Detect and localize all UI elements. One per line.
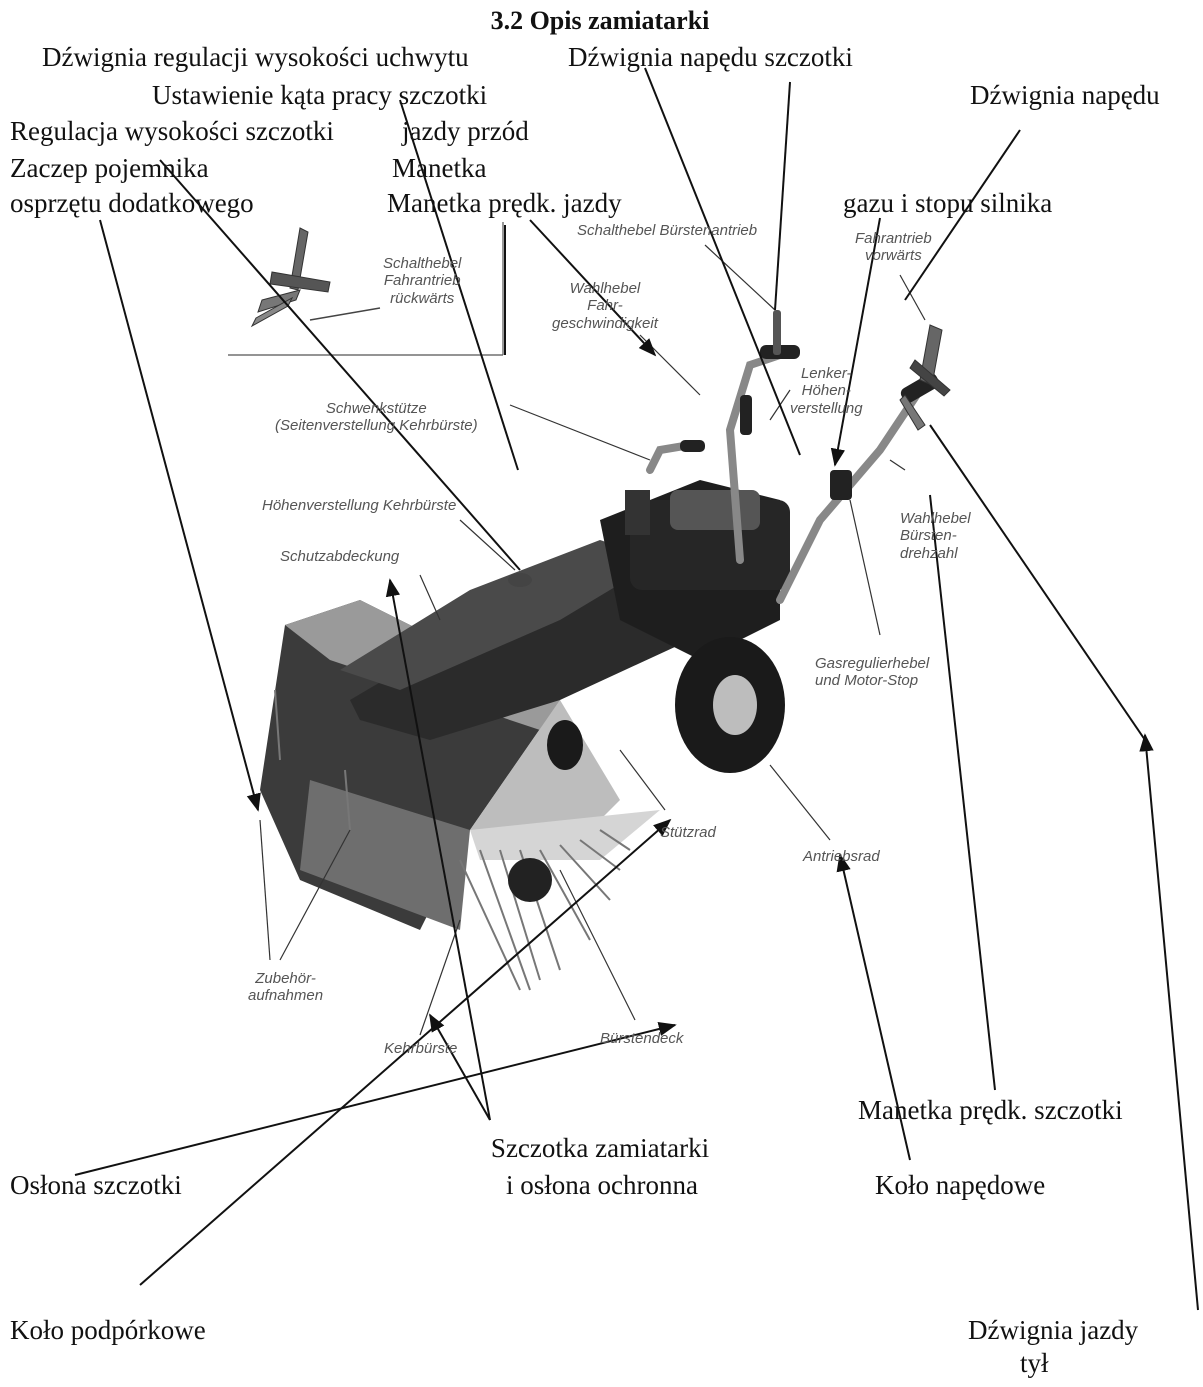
- label-speed-lever: Manetka prędk. jazdy: [387, 188, 622, 218]
- label-brush-speed-lever: Manetka prędk. szczotki: [858, 1095, 1123, 1125]
- label-drive-lever-top: Dźwignia napędu: [970, 80, 1160, 110]
- de-schwenkstuetze: Schwenkstütze(Seitenverstellung Kehrbürs…: [275, 400, 478, 435]
- inset-lever-drawing: [250, 227, 381, 328]
- label-throttle-stop: gazu i stopu silnika: [843, 188, 1053, 218]
- label-sweeper-brush-2: i osłona ochronna: [506, 1170, 698, 1200]
- label-brush-cover: Osłona szczotki: [10, 1170, 182, 1200]
- de-antriebsrad: Antriebsrad: [803, 848, 880, 865]
- de-kehrbuerste: Kehrbürste: [384, 1040, 458, 1057]
- drive-wheel-drawing: [675, 637, 785, 773]
- label-drive-wheel: Koło napędowe: [875, 1170, 1046, 1200]
- de-hoehenverstellung: Höhenverstellung Kehrbürste: [262, 497, 457, 514]
- label-attachment-hitch-2: osprzętu dodatkowego: [10, 188, 254, 218]
- de-lenker-hoehen: Lenker-Höhen-verstellung: [790, 365, 863, 417]
- de-stuetzrad: Stützrad: [660, 824, 716, 841]
- label-forward-drive: jazdy przód: [402, 116, 529, 146]
- label-manetka: Manetka: [392, 153, 487, 183]
- height-knob: [508, 573, 532, 587]
- support-wheel-drawing: [547, 720, 583, 770]
- label-support-wheel: Koło podpórkowe: [10, 1315, 206, 1345]
- de-zubehoer: Zubehör-aufnahmen: [248, 970, 324, 1005]
- engine: [625, 490, 790, 590]
- label-brush-angle: Ustawienie kąta pracy szczotki: [152, 80, 488, 110]
- de-leaders: [259, 244, 926, 1036]
- inset-frame: [228, 222, 504, 356]
- brush-hub: [508, 858, 552, 902]
- label-attachment-hitch-1: Zaczep pojemnika: [10, 153, 209, 183]
- mid-lever: [773, 310, 781, 355]
- accessory-posts: [274, 689, 351, 831]
- label-brush-drive-lever: Dźwignia napędu szczotki: [568, 42, 853, 72]
- brush-bristles: [459, 829, 631, 991]
- de-buerstendeck: Bürstendeck: [600, 1030, 684, 1047]
- label-sweeper-brush-1: Szczotka zamiatarki: [490, 1133, 710, 1163]
- right-lever-cluster: [899, 324, 951, 431]
- page-title: 3.2 Opis zamiatarki: [490, 6, 710, 35]
- label-brush-height: Regulacja wysokości szczotki: [10, 116, 334, 146]
- de-schutzabdeckung: Schutzabdeckung: [280, 548, 400, 565]
- de-schalthebel-buerstenantrieb: Schalthebel Bürstenantrieb: [577, 222, 758, 239]
- label-handle-height-lever: Dźwignia regulacji wysokości uchwytu: [42, 42, 469, 72]
- label-reverse-lever-2: tył: [1020, 1348, 1049, 1378]
- label-reverse-lever-1: Dźwignia jazdy: [968, 1315, 1139, 1345]
- pl-arrows: [74, 67, 1199, 1311]
